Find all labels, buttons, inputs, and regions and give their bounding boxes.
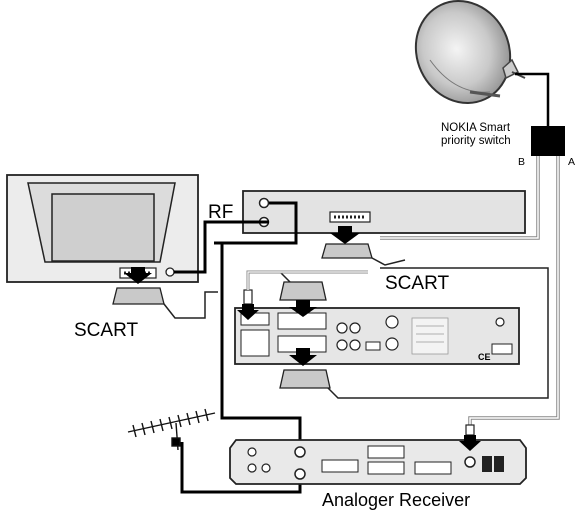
ce-mark: CE (478, 352, 491, 362)
f-connector-analog (459, 424, 481, 451)
scart-plug-digital-upper (265, 271, 327, 317)
digital-receiver-rear-panel (234, 307, 520, 365)
television (6, 174, 199, 283)
f-connector-digital (237, 270, 368, 320)
dish-cable (515, 72, 550, 128)
priority-switch (531, 126, 565, 156)
switch-port-a-label: A (568, 156, 575, 168)
rf-cable-to-analog (220, 243, 302, 446)
scart-plug-digital-lower (279, 267, 549, 399)
scart-label-left: SCART (74, 320, 138, 341)
scart-plug-tv (112, 267, 218, 319)
switch-label-line2: priority switch (441, 135, 511, 147)
analog-receiver (229, 439, 527, 485)
scart-label-right: SCART (385, 273, 449, 294)
switch-label-line1: NOKIA Smart (441, 122, 511, 134)
analog-receiver-label: Analoger Receiver (322, 490, 470, 510)
terrestrial-antenna (127, 408, 216, 451)
satellite-receiver-top (242, 190, 526, 234)
rf-label: RF (208, 202, 233, 223)
rf-cable-lower (174, 220, 269, 274)
satellite-dish (414, 0, 526, 104)
rf-cable-upper (214, 201, 298, 245)
switch-port-b-label: B (518, 156, 525, 168)
scart-plug-top-receiver (321, 226, 406, 266)
